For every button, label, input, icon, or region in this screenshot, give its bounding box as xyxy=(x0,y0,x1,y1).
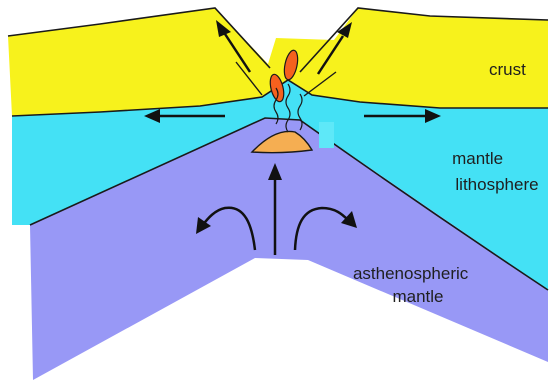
crust-label: crust xyxy=(489,60,526,79)
mantle-lithosphere-label-line2: lithosphere xyxy=(455,175,538,194)
cyan-notch xyxy=(319,122,334,148)
asthenospheric-mantle-label-line2: mantle xyxy=(392,287,443,306)
mantle-lithosphere-label-line1: mantle xyxy=(452,149,503,168)
asthenospheric-mantle-label-line1: asthenospheric xyxy=(353,264,469,283)
